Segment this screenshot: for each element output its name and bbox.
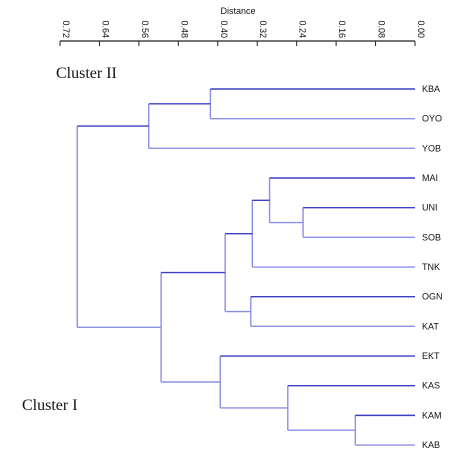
axis-ticks: 0.72 0.64 0.56 0.48 0.40 0.32 0.24 0.16 0.08 0.00 xyxy=(59,20,426,46)
axis-tick-label: 0.72 xyxy=(61,20,71,38)
leaf-label-tnk: TNK xyxy=(422,262,440,272)
leaf-label-kab: KAB xyxy=(422,440,440,450)
axis-title: Distance xyxy=(220,6,255,16)
leaf-label-kba: KBA xyxy=(422,84,440,94)
cluster-two-label: Cluster II xyxy=(56,65,117,82)
leaf-label-mai: MAI xyxy=(422,173,438,183)
leaf-label-ekt: EKT xyxy=(422,351,440,361)
axis-tick-label: 0.32 xyxy=(258,20,268,38)
leaf-label-sob: SOB xyxy=(422,232,441,242)
axis-tick-label: 0.40 xyxy=(219,20,229,38)
leaf-label-oyo: OYO xyxy=(422,114,442,124)
axis-tick-label: 0.64 xyxy=(100,20,110,38)
cluster-one-label: Cluster I xyxy=(22,397,78,414)
axis-tick-label: 0.16 xyxy=(337,20,347,38)
axis-tick-label: 0.48 xyxy=(179,20,189,38)
leaf-label-ogn: OGN xyxy=(422,292,443,302)
dendrogram-links xyxy=(76,88,415,446)
leaf-label-kat: KAT xyxy=(422,321,439,331)
leaf-label-kam: KAM xyxy=(422,410,442,420)
leaf-label-uni: UNI xyxy=(422,203,438,213)
leaf-label-yob: YOB xyxy=(422,143,441,153)
leaf-label-kas: KAS xyxy=(422,381,440,391)
axis-tick-label: 0.08 xyxy=(377,20,387,38)
axis-tick-label: 0.24 xyxy=(298,20,308,38)
axis-tick-label: 0.56 xyxy=(140,20,150,38)
leaf-labels: KBA OYO YOB MAI UNI SOB TNK OGN KAT EKT KAS KAM KAB xyxy=(422,84,443,450)
axis-tick-label: 0.00 xyxy=(416,20,426,38)
